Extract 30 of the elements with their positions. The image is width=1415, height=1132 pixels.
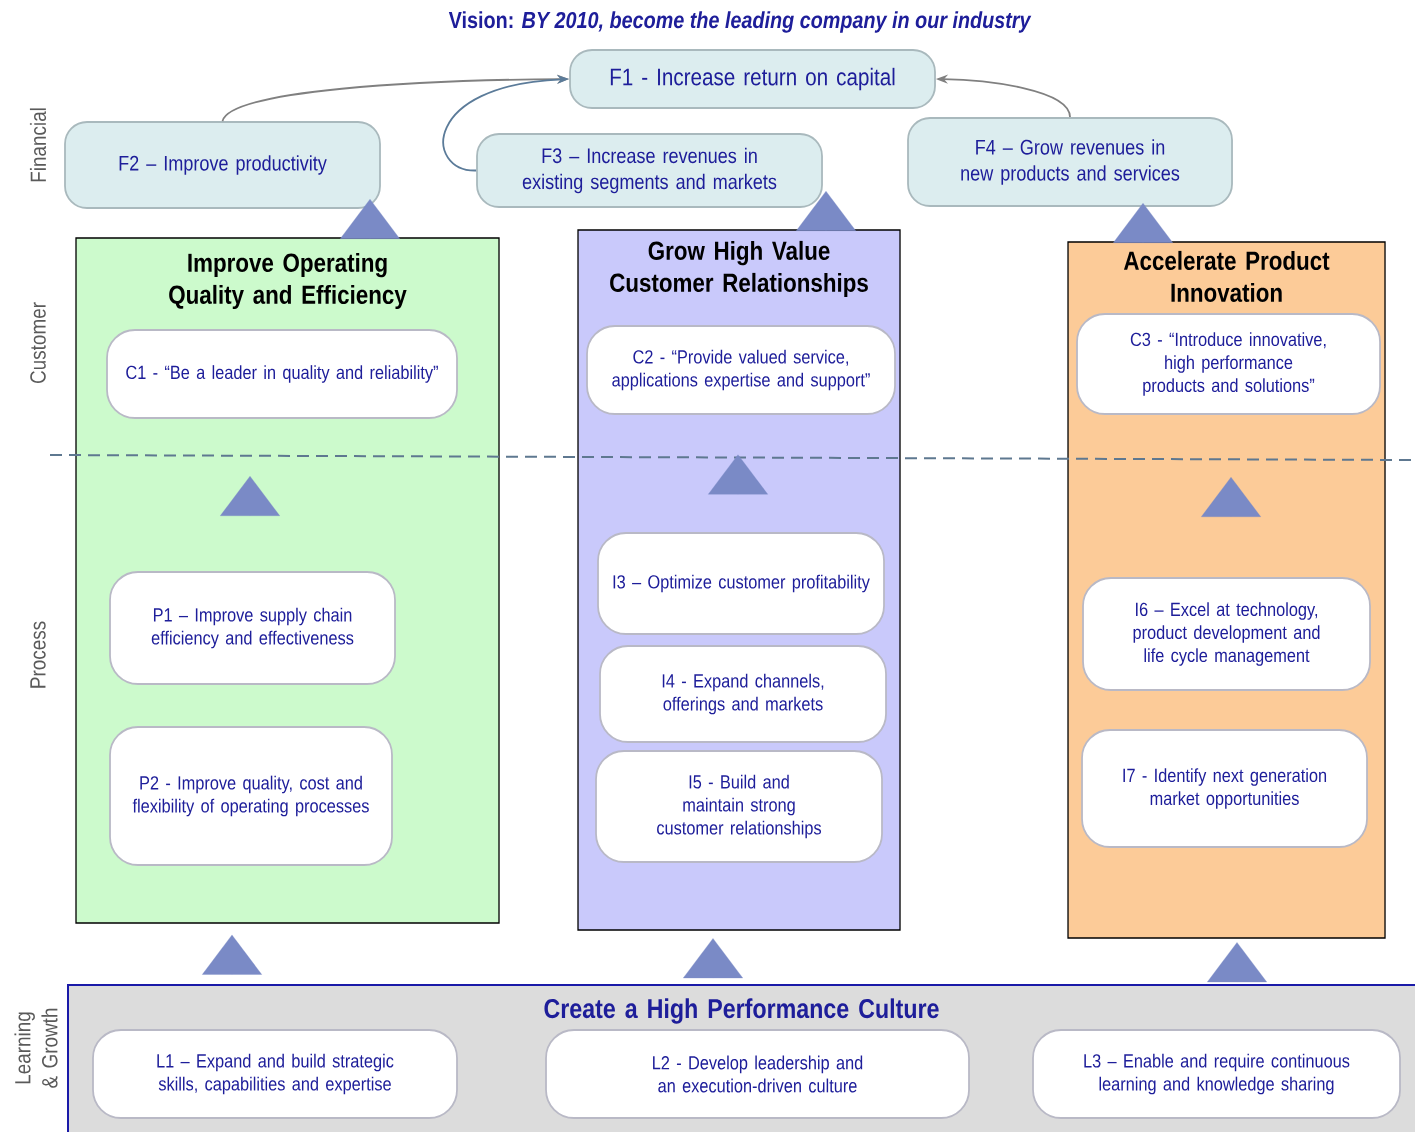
objective-box: L1 – Expand and build strategic skills, capabilities and expertise [92, 1029, 458, 1119]
objective-box: F2 – Improve productivity [64, 121, 381, 209]
objective-box: L2 - Develop leadership and an execution-driven culture [545, 1029, 970, 1119]
triangle-arrow [1113, 203, 1173, 243]
objective-box: P1 – Improve supply chain efficiency and effectiveness [109, 571, 396, 685]
objective-box: P2 - Improve quality, cost and flexibility of operating processes [109, 726, 393, 866]
objective-box: I6 – Excel at technology, product development and life cycle management [1082, 577, 1371, 691]
objective-box: F3 – Increase revenues in existing segments and markets [476, 133, 823, 208]
objective-box: L3 – Enable and require continuous learning and knowledge sharing [1032, 1029, 1401, 1119]
objective-box: I3 – Optimize customer profitability [597, 532, 885, 635]
objective-box: C1 - “Be a leader in quality and reliability” [106, 329, 458, 419]
triangle-arrow [796, 191, 856, 231]
objective-box: C3 - “Introduce innovative, high performance products and solutions” [1076, 313, 1381, 415]
triangle-arrow [340, 199, 400, 239]
objective-box: I4 - Expand channels, offerings and markets [599, 645, 887, 743]
triangle-arrow [683, 938, 743, 979]
title: Vision: BY 2010, become the leading company in our industry [448, 11, 1032, 33]
objective-box: F1 - Increase return on capital [569, 49, 936, 109]
row-label: Learning & Growth [14, 1008, 58, 1088]
row-label: Customer [30, 302, 46, 384]
triangle-arrow [708, 454, 768, 495]
triangle-arrow [202, 934, 262, 975]
triangle-arrow [1207, 942, 1267, 983]
objective-box: I7 - Identify next generation market opportunities [1081, 729, 1368, 848]
row-label: Process [30, 621, 46, 688]
objective-box: I5 - Build and maintain strong customer relationships [595, 750, 883, 863]
triangle-arrow [220, 476, 280, 516]
objective-box: C2 - “Provide valued service, applications expertise and support” [586, 325, 896, 415]
triangle-arrow [1201, 477, 1261, 517]
objective-box: F4 – Grow revenues in new products and services [907, 117, 1233, 207]
